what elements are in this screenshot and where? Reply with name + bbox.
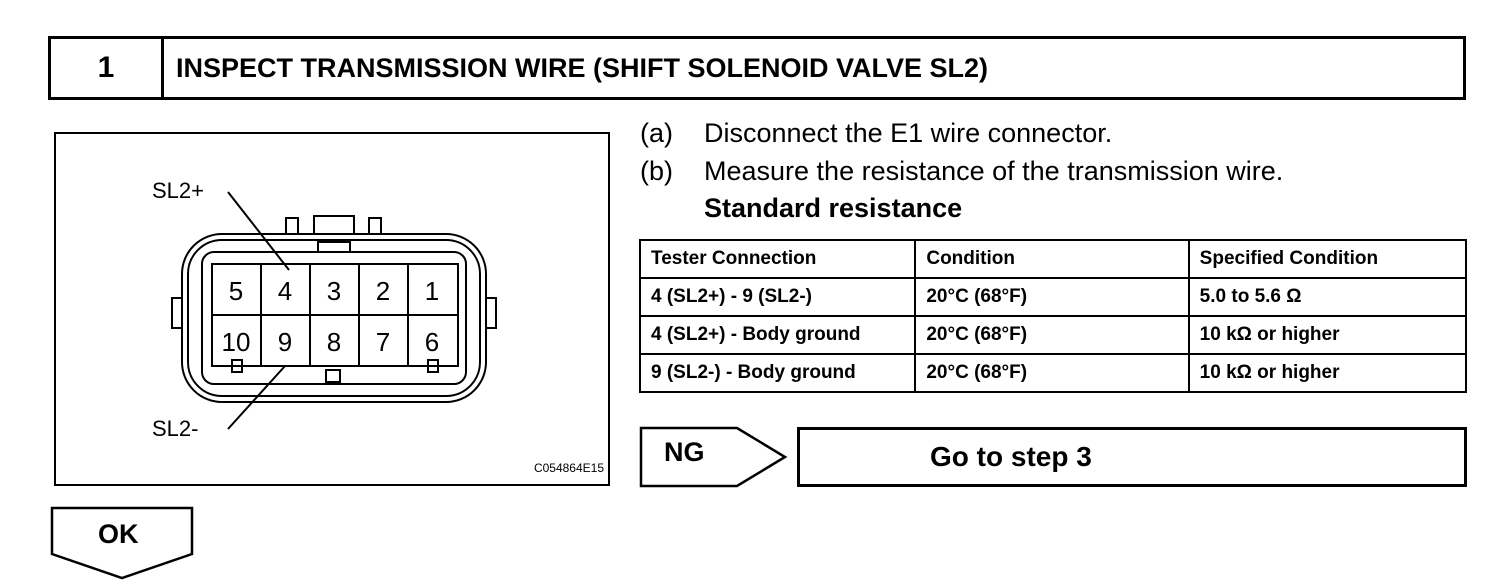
table-row: 4 (SL2+) - Body ground 20°C (68°F) 10 kΩ… (638, 315, 1468, 355)
table-cell: 9 (SL2-) - Body ground (638, 353, 917, 393)
instruction-b-text: Measure the resistance of the transmissi… (704, 156, 1284, 186)
instruction-b: (b) Measure the resistance of the transmi… (640, 156, 1283, 187)
table-row: 4 (SL2+) - 9 (SL2-) 20°C (68°F) 5.0 to 5… (638, 277, 1468, 317)
table-cell: 20°C (68°F) (914, 353, 1190, 393)
pin-9: 9 (278, 327, 292, 357)
pin-4: 4 (278, 276, 292, 306)
ng-label: NG (664, 437, 705, 467)
instruction-a-text: Disconnect the E1 wire connector. (704, 118, 1113, 148)
table-cell: 10 kΩ or higher (1187, 315, 1468, 355)
table-cell: 4 (SL2+) - Body ground (638, 315, 917, 355)
instruction-a: (a) Disconnect the E1 wire connector. (640, 118, 1112, 149)
pin-7: 7 (376, 327, 390, 357)
sl2-plus-label: SL2+ (152, 178, 204, 203)
table-header: Condition (914, 239, 1190, 279)
connector-diagram: 5 4 3 2 1 10 9 8 7 6 SL2+ SL2- C054864E1… (152, 178, 604, 475)
table-cell: 20°C (68°F) (914, 315, 1190, 355)
pin-8: 8 (327, 327, 341, 357)
ng-arrow-icon (639, 426, 788, 488)
table-header: Tester Connection (638, 239, 917, 279)
go-to-step-3-link[interactable]: Go to step 3 (797, 427, 1467, 487)
instruction-b-label: (b) (640, 156, 673, 186)
step-header: 1 INSPECT TRANSMISSION WIRE (SHIFT SOLEN… (48, 36, 1466, 100)
pin-10: 10 (222, 327, 251, 357)
step-number: 1 (51, 39, 164, 97)
pin-1: 1 (425, 276, 439, 306)
resistance-table: Tester Connection Condition Specified Co… (638, 239, 1468, 393)
table-row: 9 (SL2-) - Body ground 20°C (68°F) 10 kΩ… (638, 353, 1468, 393)
table-cell: 10 kΩ or higher (1187, 353, 1468, 393)
figure-code: C054864E15 (534, 461, 604, 475)
pin-3: 3 (327, 276, 341, 306)
connector-figure: 5 4 3 2 1 10 9 8 7 6 SL2+ SL2- C054864E1… (54, 132, 610, 486)
pin-2: 2 (376, 276, 390, 306)
pin-5: 5 (229, 276, 243, 306)
table-cell: 5.0 to 5.6 Ω (1187, 277, 1468, 317)
ok-label: OK (98, 519, 139, 549)
table-header-row: Tester Connection Condition Specified Co… (638, 239, 1468, 279)
table-header: Specified Condition (1187, 239, 1468, 279)
table-cell: 20°C (68°F) (914, 277, 1190, 317)
instruction-a-label: (a) (640, 118, 673, 148)
sl2-minus-label: SL2- (152, 416, 198, 441)
standard-resistance-label: Standard resistance (704, 193, 963, 223)
pin-6: 6 (425, 327, 439, 357)
step-title: INSPECT TRANSMISSION WIRE (SHIFT SOLENOI… (176, 52, 989, 83)
ok-arrow-icon (50, 506, 194, 580)
table-cell: 4 (SL2+) - 9 (SL2-) (638, 277, 917, 317)
